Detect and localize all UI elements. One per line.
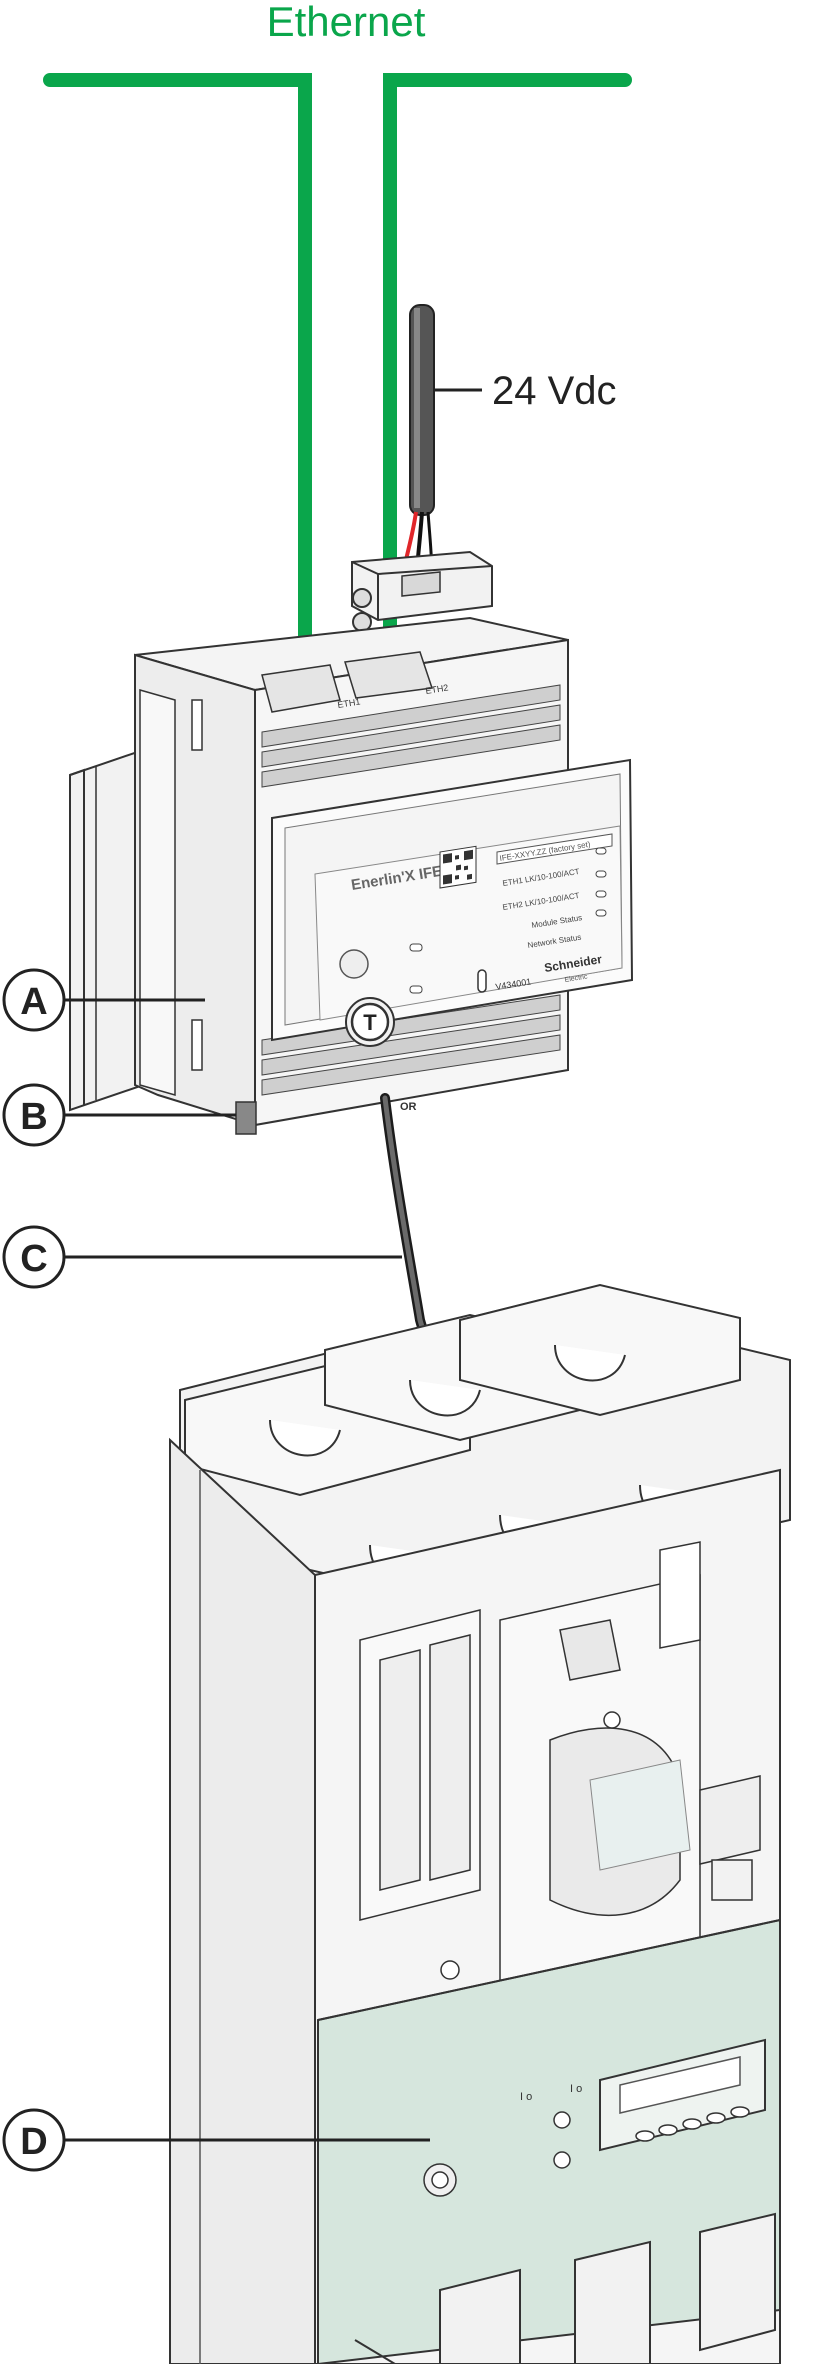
callout-b: B [2, 1083, 236, 1147]
ethernet-cable-2 [383, 73, 632, 713]
callout-a: A [2, 968, 205, 1032]
ife-module: ETH1 ETH2 Enerlin'X IFE [134, 616, 634, 1135]
circuit-breaker: I o I o [169, 1283, 791, 2366]
callout-d-label: D [20, 2121, 47, 2163]
trip-unit-dials: I o I o [520, 2083, 582, 2169]
maker-logo-sub: Electric [564, 973, 588, 984]
port-label-eth1: ETH1 [337, 696, 361, 709]
ethernet-label: Ethernet [267, 0, 426, 45]
pole-mark-1: I o [520, 2091, 532, 2103]
callout-c: C [2, 1225, 402, 1289]
port-label-eth2: ETH2 [425, 682, 449, 695]
callout-c-label: C [20, 1238, 47, 1280]
din-latch [235, 1101, 257, 1135]
power-cable [400, 304, 435, 581]
test-button-label: T [363, 1010, 377, 1035]
status-leds [595, 847, 607, 917]
vent-grille-bottom [261, 994, 561, 1096]
indicator-led [409, 943, 423, 952]
vent-grille-top [261, 684, 561, 788]
or-mark: OR [400, 1101, 417, 1113]
indicator-led-2 [409, 985, 423, 994]
wrench-icon [339, 949, 369, 979]
callout-b-label: B [20, 1096, 47, 1138]
pole-mark-2: I o [570, 2083, 582, 2095]
callout-d: D [2, 2108, 430, 2172]
power-label: 24 Vdc [492, 369, 617, 413]
trip-unit-keypad [635, 2106, 750, 2142]
ethernet-cable-1 [43, 73, 312, 713]
qr-code-icon [439, 845, 477, 889]
callout-a-label: A [20, 981, 47, 1023]
